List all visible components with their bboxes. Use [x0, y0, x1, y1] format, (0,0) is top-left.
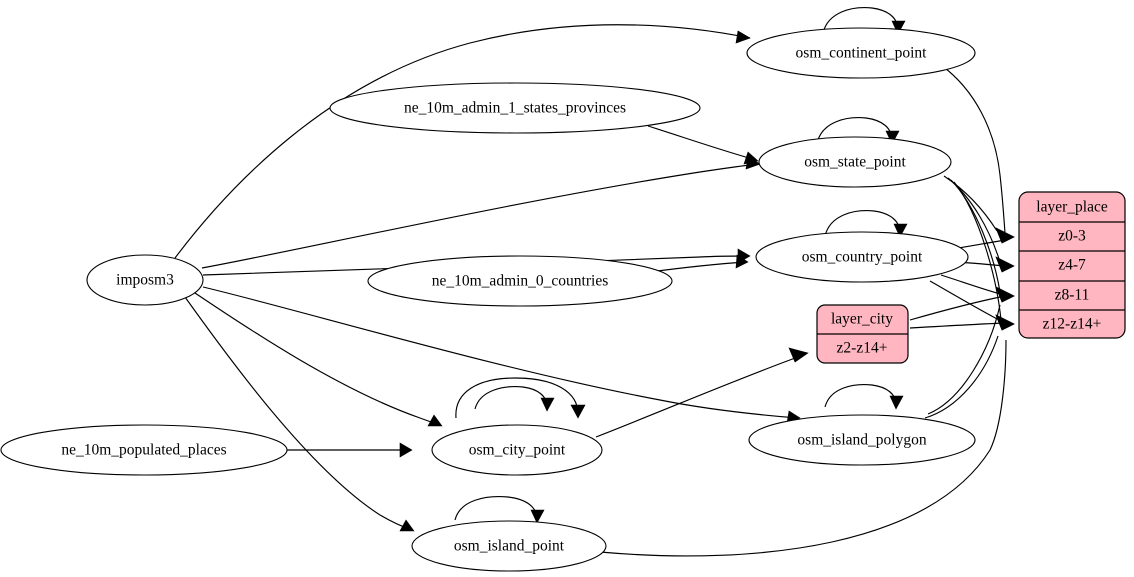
node-osm-country-point[interactable]: osm_country_point — [755, 231, 969, 283]
edge-osm-state-point-to-layer-place-z8-11 — [950, 179, 1001, 293]
node-ne-10m-admin-1-states-provinces-label: ne_10m_admin_1_states_provinces — [404, 100, 626, 117]
edge-layer — [174, 7, 1015, 557]
node-ne-10m-populated-places-shape[interactable] — [0, 424, 288, 476]
arrowhead-osm-island-point-layer-place-z12-z14 — [995, 314, 1015, 331]
node-osm-state-point-shape[interactable] — [758, 136, 952, 188]
edge-osm-state-point-self-loop — [816, 117, 893, 144]
node-osm-country-point-label: osm_country_point — [802, 249, 923, 266]
node-layer-place-row-z12-z14[interactable]: z12-z14+ — [1043, 316, 1102, 333]
edge-osm-state-point-to-layer-place-z12-z14 — [953, 181, 1002, 321]
edge-imposm3-to-osm-island-polygon — [202, 286, 799, 419]
edge-osm-city-point-self-loop — [474, 386, 548, 410]
arrowhead-osm-country-point-layer-place-z4-7 — [995, 256, 1015, 273]
arrowhead-imposm3-osm-island-point — [399, 519, 415, 532]
node-imposm3-label: imposm3 — [116, 272, 174, 289]
arrowhead-osm-city-point-self-loop — [540, 397, 555, 412]
node-layer-place-row-z8-11[interactable]: z8-11 — [1055, 287, 1090, 304]
node-osm-state-point[interactable]: osm_state_point — [758, 136, 952, 188]
arrowhead-osm-island-polygon-layer-place-z8-11 — [995, 286, 1015, 303]
arrowhead-osm-city-point-layer-city-z2-z14 — [788, 347, 809, 363]
node-ne-10m-populated-places[interactable]: ne_10m_populated_places — [0, 424, 288, 476]
node-osm-continent-point-label: osm_continent_point — [796, 45, 928, 62]
node-layer-city-row-z2-z14[interactable]: z2-z14+ — [837, 340, 888, 357]
edge-osm-continent-point-to-layer-place-z0-3 — [940, 64, 1006, 234]
arrowhead-osm-city-point-reentrant-arc — [570, 404, 586, 419]
node-osm-island-point[interactable]: osm_island_point — [411, 520, 607, 572]
node-osm-island-polygon[interactable]: osm_island_polygon — [748, 414, 976, 466]
edge-layer-city-to-layer-place-z12-z14 — [909, 322, 1006, 329]
edge-osm-island-point-to-layer-place-z12-z14 — [599, 339, 1007, 557]
arrowhead-osm-country-point-self-loop — [893, 223, 908, 238]
arrowhead-ne-populated-osm-city-point — [399, 442, 413, 458]
node-ne-10m-admin-0-countries-label: ne_10m_admin_0_countries — [432, 273, 609, 290]
edge-osm-state-point-to-layer-place-z0-3 — [943, 175, 998, 232]
node-ne-10m-admin-1-states-provinces-shape[interactable] — [329, 82, 701, 134]
node-ne-10m-populated-places-label: ne_10m_populated_places — [61, 442, 226, 459]
arrowhead-osm-island-polygon-self-loop — [889, 395, 904, 410]
arrowhead-osm-state-point-self-loop — [885, 130, 900, 145]
edge-osm-island-point-self-loop — [454, 496, 538, 521]
node-osm-city-point-shape[interactable] — [431, 424, 603, 476]
edge-osm-country-point-to-layer-place-z8-11 — [940, 274, 1005, 296]
node-osm-island-point-shape[interactable] — [411, 520, 607, 572]
arrowhead-ne-countries-osm-country-point — [735, 254, 749, 269]
node-layer-place-row-z4-7[interactable]: z4-7 — [1058, 257, 1086, 274]
arrowhead-imposm3-osm-city-point — [427, 414, 443, 427]
edge-osm-city-point-to-layer-city-z2-z14 — [595, 356, 799, 438]
node-osm-city-point-label: osm_city_point — [469, 442, 566, 459]
edge-layer-city-to-layer-place-z8-11 — [909, 295, 1006, 321]
node-layer-place-box[interactable] — [1018, 191, 1126, 339]
edge-ne-states-to-osm-state-point — [647, 125, 757, 161]
edge-ne-countries-to-osm-country-point — [649, 261, 747, 273]
node-osm-continent-point[interactable]: osm_continent_point — [746, 27, 976, 79]
edge-osm-island-polygon-to-layer-place-z8-11 — [927, 304, 1001, 415]
node-osm-island-point-label: osm_island_point — [454, 538, 565, 555]
node-ne-10m-admin-1-states-provinces[interactable]: ne_10m_admin_1_states_provinces — [329, 82, 701, 134]
edge-osm-country-point-self-loop — [824, 210, 901, 237]
node-layer-place-title: layer_place — [1036, 199, 1108, 216]
node-layer-place[interactable]: layer_place z0-3 z4-7 z8-11 z12-z14+ — [1018, 191, 1126, 339]
arrowhead-osm-country-point-layer-place-z0-3 — [995, 227, 1015, 244]
edge-imposm3-to-osm-city-point — [194, 292, 441, 426]
node-layer-city[interactable]: layer_city z2-z14+ — [816, 304, 909, 364]
edge-osm-city-point-reentrant-arc — [455, 377, 579, 419]
node-layer-place-row-z0-3[interactable]: z0-3 — [1058, 228, 1086, 245]
edge-osm-country-point-to-layer-place-z12-z14 — [929, 280, 1004, 323]
edge-osm-continent-point-self-loop — [822, 7, 899, 34]
arrowhead-ne-states-osm-state-point — [743, 151, 759, 165]
edge-imposm3-to-osm-continent-point — [174, 24, 751, 259]
node-layer: imposm3 ne_10m_admin_1_states_provinces … — [0, 27, 1126, 572]
edge-imposm3-to-osm-island-point — [184, 296, 413, 531]
node-imposm3[interactable]: imposm3 — [86, 254, 204, 306]
node-osm-island-polygon-shape[interactable] — [748, 414, 976, 466]
node-osm-state-point-label: osm_state_point — [804, 154, 906, 171]
node-osm-island-polygon-label: osm_island_polygon — [797, 432, 926, 449]
node-osm-city-point[interactable]: osm_city_point — [431, 424, 603, 476]
node-osm-country-point-shape[interactable] — [755, 231, 969, 283]
node-osm-continent-point-shape[interactable] — [746, 27, 976, 79]
edge-imposm3-to-osm-state-point — [201, 163, 759, 269]
edge-osm-island-polygon-to-layer-place-z12-z14 — [924, 335, 999, 419]
node-ne-10m-admin-0-countries-shape[interactable] — [367, 255, 673, 307]
node-layer-city-title: layer_city — [831, 311, 893, 328]
edge-osm-island-polygon-self-loop — [824, 384, 897, 408]
arrowhead-osm-island-point-self-loop — [530, 509, 545, 524]
arrowhead-imposm3-osm-continent-point — [735, 30, 751, 44]
node-ne-10m-admin-0-countries[interactable]: ne_10m_admin_0_countries — [367, 255, 673, 307]
node-imposm3-shape[interactable] — [86, 254, 204, 306]
arrowhead-osm-continent-point-self-loop — [891, 20, 906, 35]
